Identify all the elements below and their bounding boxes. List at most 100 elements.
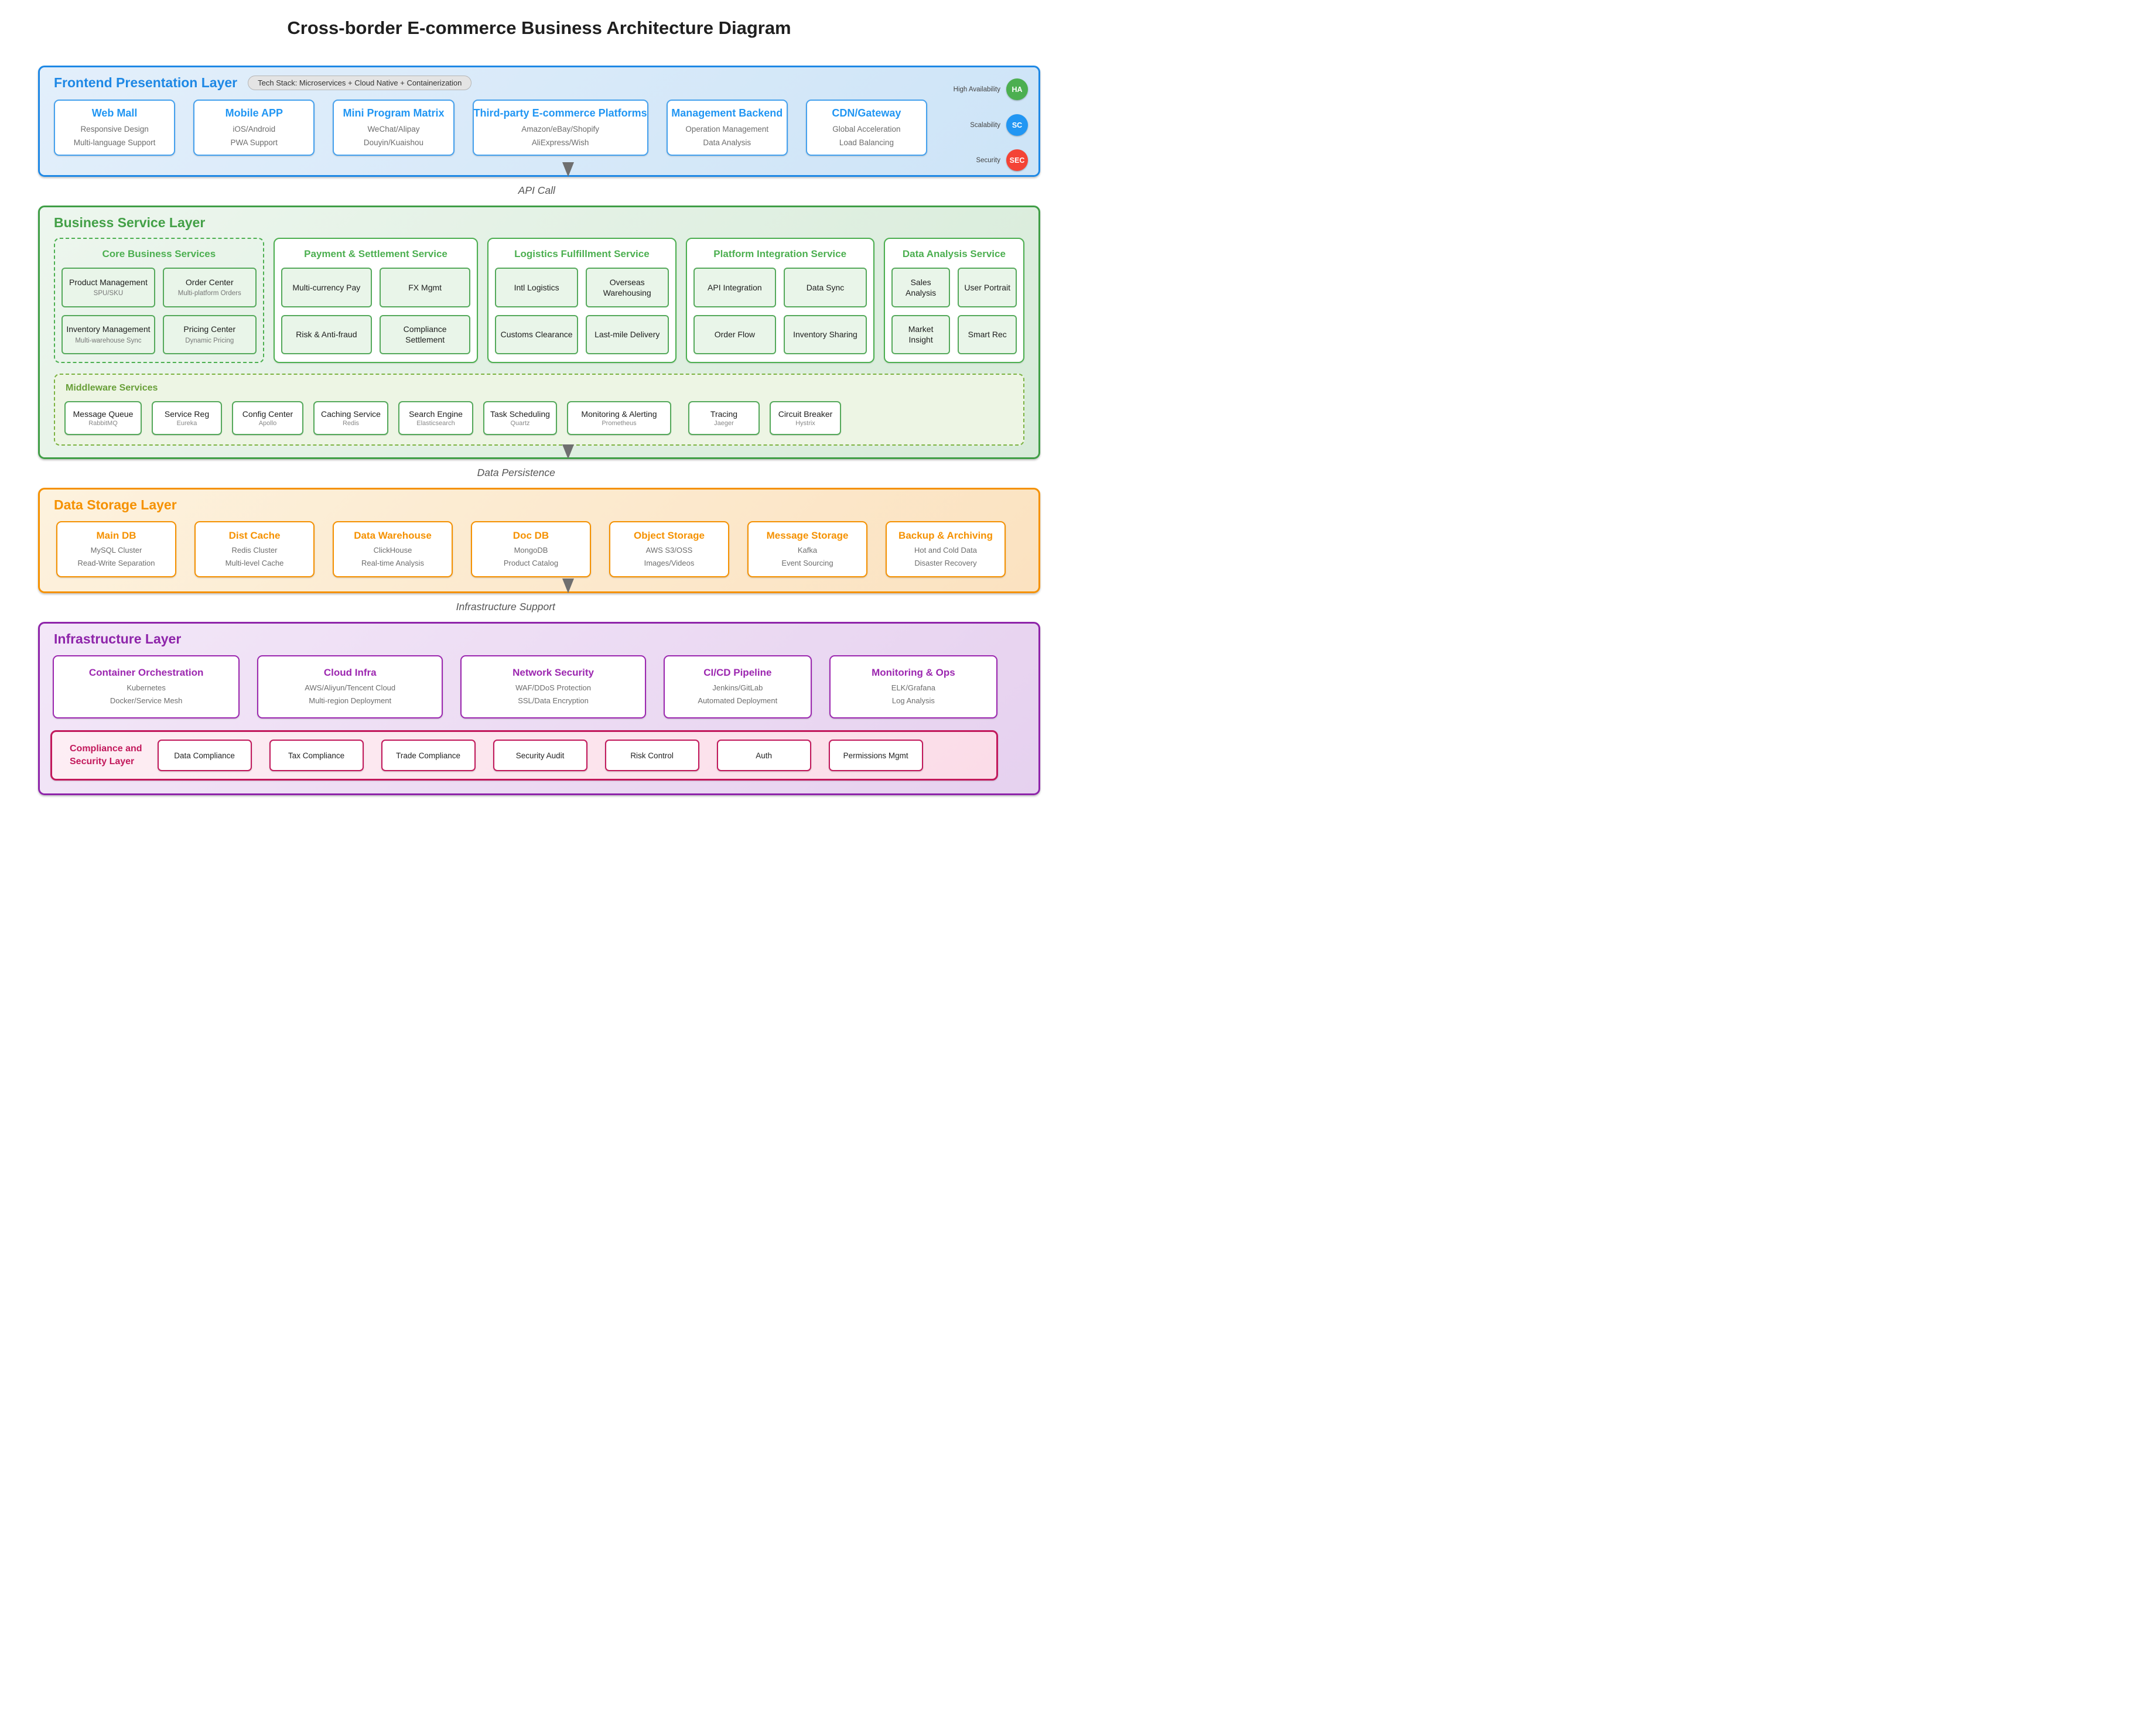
card-mini-program-matrix: Mini Program Matrix WeChat/Alipay Douyin… [333, 100, 455, 156]
service-order-flow: Order Flow [693, 314, 777, 354]
service-smart-rec: Smart Rec [958, 314, 1017, 354]
mw-title-text: Tracing [710, 409, 738, 419]
service-product-management: Product Management SPU/SKU [61, 268, 155, 307]
service-title: Pricing Center [183, 324, 236, 334]
card-main-db: Main DB MySQL Cluster Read-Write Separat… [56, 521, 176, 577]
card-line: Disaster Recovery [914, 558, 977, 567]
service-title: Data Sync [806, 282, 845, 292]
card-title: Mini Program Matrix [343, 107, 445, 119]
service-order-center: Order Center Multi-platform Orders [162, 268, 257, 307]
mw-subtitle-text: Eureka [176, 420, 197, 427]
mw-circuit-breaker: Circuit Breaker Hystrix [770, 401, 841, 435]
service-title: Compliance Settlement [403, 324, 447, 345]
service-pricing-center: Pricing Center Dynamic Pricing [162, 314, 257, 354]
badge-label: Scalability [970, 121, 1000, 129]
business-layer-header: Business Service Layer [40, 207, 1038, 231]
group-grid: Intl Logistics Overseas Warehousing Cust… [495, 268, 669, 354]
card-data-warehouse: Data Warehouse ClickHouse Real-time Anal… [333, 521, 453, 577]
mw-title-text: Config Center [242, 409, 293, 419]
mw-subtitle-text: Hystrix [795, 420, 815, 427]
card-line: Data Analysis [703, 138, 751, 147]
card-title: Doc DB [512, 529, 549, 541]
card-line: Redis Cluster [231, 545, 278, 555]
card-monitoring-ops: Monitoring & Ops ELK/Grafana Log Analysi… [829, 655, 997, 718]
card-line: Event Sourcing [781, 558, 833, 567]
mw-service-reg: Service Reg Eureka [152, 401, 222, 435]
service-title: Overseas Warehousing [603, 277, 651, 297]
card-line: ELK/Grafana [891, 683, 935, 693]
card-line: Kafka [797, 545, 818, 555]
compliance-data-compliance: Data Compliance [157, 740, 252, 771]
mw-tracing: Tracing Jaeger [688, 401, 760, 435]
service-overseas-warehousing: Overseas Warehousing [585, 268, 669, 307]
card-line: AWS S3/OSS [645, 545, 693, 555]
service-subtitle: Multi-warehouse Sync [75, 337, 142, 344]
compliance-auth: Auth [716, 740, 811, 771]
storage-layer-title: Data Storage Layer [54, 497, 177, 512]
service-risk-anti-fraud: Risk & Anti-fraud [281, 314, 372, 354]
service-last-mile-delivery: Last-mile Delivery [585, 314, 669, 354]
business-service-layer: Business Service Layer Core Business Ser… [38, 206, 1040, 459]
infrastructure-layer-title: Infrastructure Layer [54, 631, 182, 646]
card-line: WeChat/Alipay [367, 124, 420, 134]
compliance-items-row: Data Compliance Tax Compliance Trade Com… [157, 740, 923, 771]
down-arrow-icon [562, 579, 575, 604]
service-title: FX Mgmt [408, 282, 442, 292]
card-title: Monitoring & Ops [872, 667, 955, 679]
card-line: Douyin/Kuaishou [363, 138, 423, 147]
mw-config-center: Config Center Apollo [232, 401, 303, 435]
mw-message-queue: Message Queue RabbitMQ [64, 401, 142, 435]
business-groups-row: Core Business Services Product Managemen… [40, 231, 1038, 363]
service-title: User Portrait [964, 282, 1010, 292]
service-title: Inventory Sharing [793, 330, 857, 340]
service-sales-analysis: Sales Analysis [891, 268, 951, 307]
card-line: AliExpress/Wish [531, 138, 589, 147]
tech-stack-badge: Tech Stack: Microservices + Cloud Native… [248, 76, 472, 90]
compliance-title-line2: Security Layer [70, 757, 135, 766]
card-title: Object Storage [634, 529, 705, 541]
compliance-permissions-mgmt: Permissions Mgmt [828, 740, 923, 771]
card-doc-db: Doc DB MongoDB Product Catalog [471, 521, 591, 577]
mw-subtitle-text: Prometheus [602, 420, 637, 427]
card-line: Automated Deployment [698, 696, 778, 705]
connector-infrastructure-support: Infrastructure Support [38, 579, 1040, 622]
business-layer-title: Business Service Layer [54, 215, 206, 230]
card-line: iOS/Android [233, 124, 276, 134]
frontend-cards-row: Web Mall Responsive Design Multi-languag… [40, 91, 1038, 156]
mw-subtitle-text: Elasticsearch [416, 420, 455, 427]
data-storage-layer: Data Storage Layer Main DB MySQL Cluster… [38, 488, 1040, 593]
compliance-tax-compliance: Tax Compliance [269, 740, 364, 771]
mw-title-text: Circuit Breaker [778, 409, 833, 419]
service-subtitle: Dynamic Pricing [185, 337, 234, 344]
group-title: Platform Integration Service [713, 248, 847, 259]
service-data-sync: Data Sync [784, 268, 867, 307]
mw-title-text: Monitoring & Alerting [581, 409, 657, 419]
service-user-portrait: User Portrait [958, 268, 1017, 307]
storage-cards-row: Main DB MySQL Cluster Read-Write Separat… [40, 513, 1038, 577]
card-line: Images/Videos [644, 558, 695, 567]
card-line: Real-time Analysis [361, 558, 424, 567]
card-title: Data Warehouse [354, 529, 432, 541]
group-title: Data Analysis Service [902, 248, 1006, 259]
card-line: Docker/Service Mesh [110, 696, 183, 705]
card-dist-cache: Dist Cache Redis Cluster Multi-level Cac… [194, 521, 315, 577]
group-core-business-services: Core Business Services Product Managemen… [54, 238, 264, 363]
group-title: Payment & Settlement Service [304, 248, 447, 259]
service-title: Multi-currency Pay [292, 282, 361, 292]
badge-scalability: Scalability SC [970, 114, 1028, 136]
card-container-orchestration: Container Orchestration Kubernetes Docke… [53, 655, 240, 718]
mw-subtitle-text: Jaeger [714, 420, 734, 427]
connector-data-persistence: Data Persistence [38, 444, 1040, 488]
card-line: Jenkins/GitLab [712, 683, 763, 693]
middleware-row: Message Queue RabbitMQ Service Reg Eurek… [64, 401, 1014, 435]
service-multi-currency-pay: Multi-currency Pay [281, 268, 372, 307]
card-web-mall: Web Mall Responsive Design Multi-languag… [54, 100, 176, 156]
card-title: Mobile APP [225, 107, 283, 119]
service-title: Inventory Management [66, 324, 151, 334]
group-grid: Product Management SPU/SKU Order Center … [61, 268, 257, 354]
card-network-security: Network Security WAF/DDoS Protection SSL… [460, 655, 646, 718]
badge-label: High Availability [953, 85, 1000, 93]
card-title: Dist Cache [228, 529, 281, 541]
compliance-title: Compliance and Security Layer [70, 742, 142, 768]
ha-badge-icon: HA [1006, 78, 1028, 100]
